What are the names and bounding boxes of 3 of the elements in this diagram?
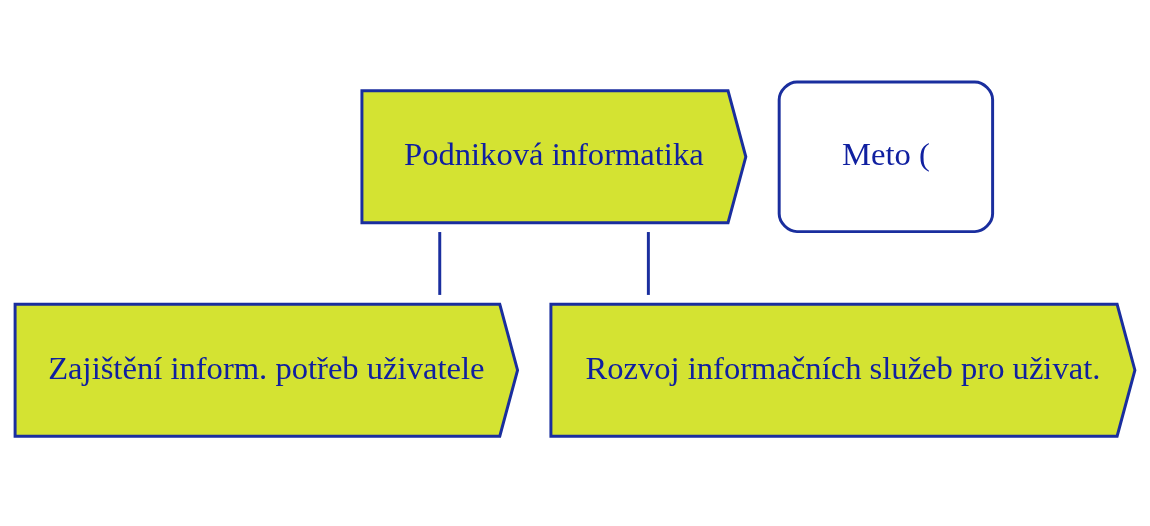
node-box: Meto ( <box>777 79 995 233</box>
connector <box>438 231 442 295</box>
connector <box>646 231 650 295</box>
